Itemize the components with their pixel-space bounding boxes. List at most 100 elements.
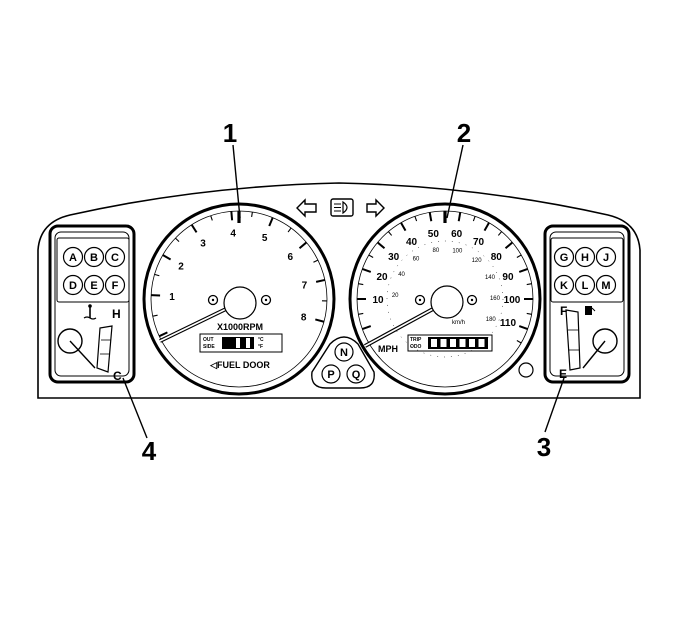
indicator-p-label: P bbox=[327, 369, 334, 381]
tach-tick-label: 1 bbox=[169, 292, 175, 303]
cluster-housing bbox=[37, 182, 641, 399]
mph-tick-label: 10 bbox=[372, 295, 384, 306]
speedometer-needle bbox=[364, 307, 434, 348]
kmh-unit: km/h bbox=[452, 320, 465, 326]
tach-tick bbox=[210, 215, 213, 221]
tach-tick bbox=[162, 254, 172, 261]
fahrenheit-label: °F bbox=[258, 344, 263, 350]
speed-tick bbox=[376, 241, 386, 249]
out-label: OUT bbox=[203, 337, 214, 343]
indicator-k: K bbox=[553, 274, 575, 296]
speed-tick bbox=[526, 312, 532, 315]
callout-4-leader bbox=[122, 377, 148, 439]
speed-tick bbox=[457, 212, 462, 222]
indicator-label: G bbox=[560, 252, 569, 264]
callout-3-leader bbox=[544, 377, 565, 433]
indicator-h: H bbox=[574, 246, 596, 268]
indicator-label: B bbox=[90, 252, 98, 264]
kmh-tick-label: 180 bbox=[486, 317, 497, 323]
indicator-label: J bbox=[603, 252, 609, 264]
odometer-digits bbox=[431, 339, 485, 347]
indicator-label: H bbox=[581, 252, 589, 264]
speed-tick bbox=[483, 222, 490, 232]
tachometer-unit: X1000RPM bbox=[217, 322, 263, 332]
kmh-tick-label: 80 bbox=[432, 248, 439, 254]
mph-tick-label: 20 bbox=[376, 272, 388, 283]
mph-tick-label: 80 bbox=[491, 252, 503, 263]
speed-tick bbox=[504, 241, 514, 249]
speedo-left-screw-icon bbox=[414, 294, 426, 306]
odometer-digit bbox=[459, 339, 466, 347]
indicator-label: K bbox=[560, 280, 568, 292]
indicator-d: D bbox=[62, 274, 84, 296]
tach-tick bbox=[154, 273, 160, 277]
temperature-gauge: H C bbox=[57, 304, 122, 383]
speedometer-hub bbox=[430, 285, 464, 319]
odometer-digit bbox=[478, 339, 485, 347]
mph-tick-label: 50 bbox=[428, 229, 440, 240]
indicator-b: B bbox=[83, 246, 105, 268]
fuel-pump-icon bbox=[585, 306, 596, 315]
speed-tick bbox=[526, 283, 532, 286]
indicator-p: P bbox=[321, 364, 341, 384]
fuel-door-label: ◁FUEL DOOR bbox=[209, 360, 270, 370]
callout-4: 4 bbox=[142, 436, 157, 466]
fuel-empty-label: E bbox=[559, 367, 567, 381]
indicator-q: Q bbox=[346, 364, 366, 384]
mph-tick-label: 30 bbox=[388, 252, 400, 263]
tach-tick bbox=[190, 224, 198, 233]
tach-tick bbox=[298, 241, 308, 249]
reset-knob bbox=[518, 362, 534, 378]
tachometer-hub bbox=[223, 286, 257, 320]
indicator-n-label: N bbox=[340, 347, 348, 359]
tach-left-screw-icon bbox=[207, 294, 219, 306]
tach-tick-label: 7 bbox=[302, 280, 308, 291]
speed-tick bbox=[400, 222, 407, 232]
speed-tick bbox=[518, 267, 529, 273]
speed-tick bbox=[428, 212, 433, 222]
indicator-e: E bbox=[83, 274, 105, 296]
center-indicator-cluster: N P Q bbox=[311, 336, 375, 389]
tach-tick bbox=[230, 211, 234, 221]
odometer-digit bbox=[450, 339, 456, 347]
right-turn-signal-icon bbox=[366, 198, 385, 218]
indicator-n: N bbox=[334, 342, 354, 362]
mph-tick-label: 110 bbox=[500, 318, 517, 329]
outside-temp-display: OUT SIDE °C °F bbox=[199, 333, 283, 353]
tach-tick bbox=[315, 318, 325, 323]
speed-tick bbox=[361, 325, 372, 331]
indicator-label: C bbox=[111, 252, 119, 264]
callout-2: 2 bbox=[457, 118, 471, 148]
odometer-digit bbox=[440, 339, 447, 347]
indicator-label: A bbox=[69, 252, 77, 264]
kmh-tick-label: 40 bbox=[398, 272, 405, 278]
callout-2-leader bbox=[446, 144, 464, 219]
tach-tick bbox=[251, 211, 253, 218]
speed-tick bbox=[388, 231, 393, 236]
kmh-scale-ring bbox=[386, 240, 504, 358]
tach-tick bbox=[158, 331, 168, 338]
indicator-label: F bbox=[112, 280, 119, 292]
kmh-tick-label: 100 bbox=[452, 249, 463, 255]
kmh-tick-label: 140 bbox=[485, 275, 496, 281]
fuel-gauge: F E bbox=[559, 304, 618, 381]
coolant-icon bbox=[83, 304, 97, 320]
trip-label: TRIP bbox=[410, 337, 422, 343]
mph-tick-label: 60 bbox=[451, 229, 463, 240]
indicator-a: A bbox=[62, 246, 84, 268]
indicator-m: M bbox=[595, 274, 617, 296]
tach-tick bbox=[175, 237, 180, 243]
speed-tick bbox=[358, 312, 364, 315]
indicator-g: G bbox=[553, 246, 575, 268]
speed-tick bbox=[414, 216, 418, 222]
tach-tick bbox=[315, 278, 326, 283]
headlight-indicator-icon bbox=[330, 198, 354, 217]
speed-tick bbox=[516, 254, 522, 258]
temp-high-label: H bbox=[112, 307, 121, 321]
